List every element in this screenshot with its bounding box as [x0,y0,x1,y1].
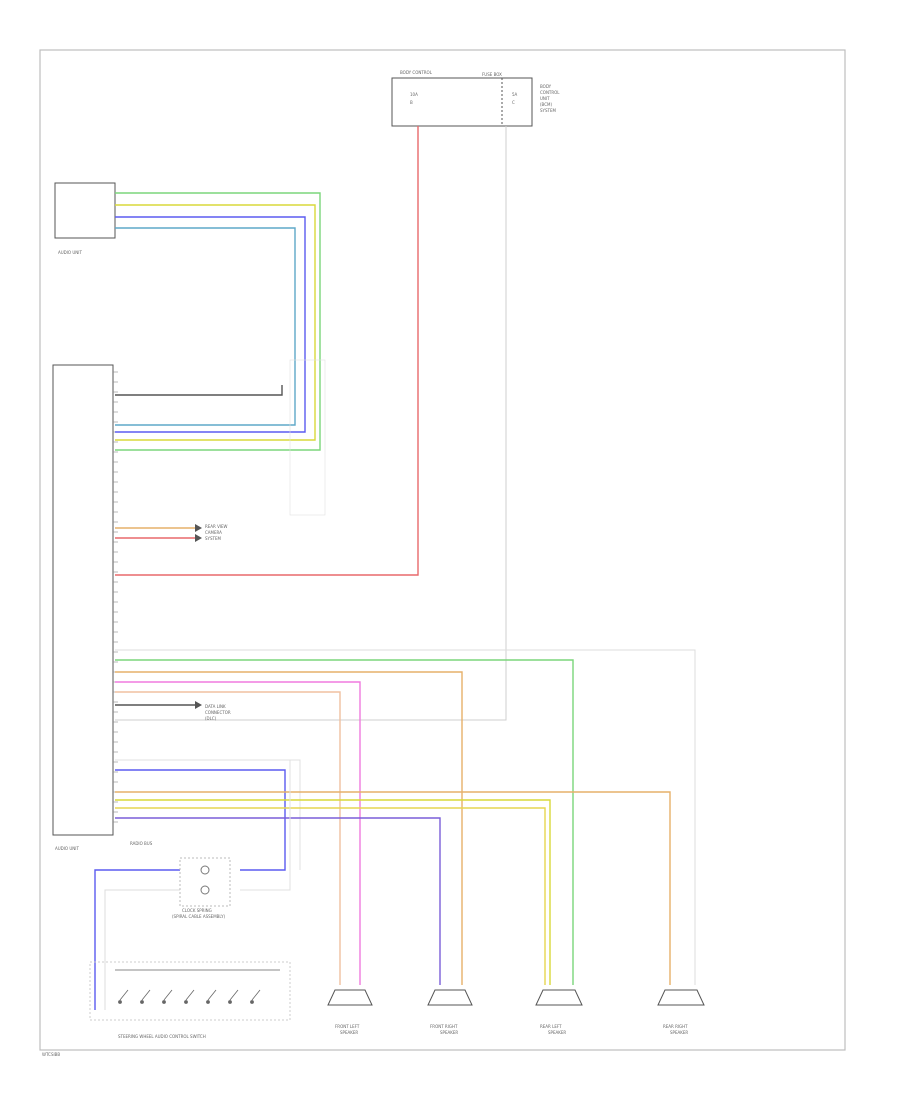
body-control-title: BODY CONTROL [400,70,433,75]
svg-text:B: B [410,100,413,105]
speaker-front-left: FRONT LEFT SPEAKER [327,989,373,1035]
svg-text:FRONT RIGHT: FRONT RIGHT [430,1024,458,1029]
wire-blue-top [115,216,306,433]
dlc-label: DATA LINK CONNECTOR (DLC) [205,704,231,721]
svg-text:REAR LEFT: REAR LEFT [540,1024,562,1029]
wire-gray-650 [115,649,696,985]
svg-text:C: C [512,100,515,105]
svg-text:CONTROL: CONTROL [540,90,560,95]
svg-text:REAR RIGHT: REAR RIGHT [663,1024,688,1029]
svg-text:SPEAKER: SPEAKER [440,1030,458,1035]
wire-blue-770 [115,769,286,871]
wire-orange-792 [115,791,671,985]
svg-text:(BCM): (BCM) [540,102,552,107]
wire-gray-760 [115,759,301,870]
svg-text:REAR VIEW: REAR VIEW [205,524,228,529]
svg-text:SPEAKER: SPEAKER [340,1030,358,1035]
wire-gray-bcm [115,126,507,721]
svg-text:SYSTEM: SYSTEM [540,108,556,113]
audio-unit-main: AUDIO UNIT RADIO BUS [52,364,153,851]
clock-spring: CLOCK SPRING (SPIRAL CABLE ASSEMBLY) [172,857,231,919]
bcm-label: BODY CONTROL UNIT (BCM) SYSTEM [540,84,560,113]
svg-text:FRONT LEFT: FRONT LEFT [335,1024,360,1029]
switch-contact-node [206,1000,210,1004]
steering-wheel-audio-switch: STEERING WHEEL AUDIO CONTROL SWITCH [89,961,291,1039]
body-control-module: BODY CONTROL FUSE BOX 10A B 5A C BODY CO… [391,70,560,127]
fuse-box-label: FUSE BOX [482,72,502,77]
diagram-frame [39,49,846,1051]
connector-arrows [195,524,202,709]
svg-text:(SPIRAL CABLE ASSEMBLY): (SPIRAL CABLE ASSEMBLY) [172,914,226,919]
switch-contact-node [162,1000,166,1004]
switch-contact-node [250,1000,254,1004]
footer-code: WTCSIBB [42,1052,60,1057]
audio-unit-main-label: AUDIO UNIT [55,846,79,851]
switch-contact-node [228,1000,232,1004]
wire-gray-steer [104,889,180,1010]
svg-text:UNIT: UNIT [540,96,550,101]
audio-unit-top: AUDIO UNIT [54,182,116,255]
switch-contact [229,989,239,1001]
svg-text:DATA LINK: DATA LINK [205,704,226,709]
audio-unit-top-label: AUDIO UNIT [58,250,82,255]
svg-text:SPEAKER: SPEAKER [670,1030,688,1035]
svg-text:(DLC): (DLC) [205,716,217,721]
wire-yellow-808 [115,807,546,985]
wire-splice-top [289,359,326,516]
wires [94,126,696,1010]
speaker-front-right: FRONT RIGHT SPEAKER [427,989,473,1035]
wire-gray-steer-r [240,760,291,891]
speaker-rear-left: REAR LEFT SPEAKER [535,989,583,1035]
wire-orange-672 [115,671,463,985]
svg-text:CAMERA: CAMERA [205,530,222,535]
svg-text:CLOCK SPRING: CLOCK SPRING [182,908,212,913]
svg-text:SYSTEM: SYSTEM [205,536,221,541]
svg-text:SPEAKER: SPEAKER [548,1030,566,1035]
switch-contact-node [118,1000,122,1004]
steering-switch-label: STEERING WHEEL AUDIO CONTROL SWITCH [118,1034,206,1039]
switch-contact [141,989,151,1001]
switch-contact [251,989,261,1001]
wire-pink-682 [115,681,361,985]
rear-view-camera-label: REAR VIEW CAMERA SYSTEM [205,524,228,541]
switch-contact [119,989,129,1001]
wire-blue-steer [94,869,180,1010]
switch-contact [185,989,195,1001]
wire-red-bcm [115,126,419,576]
svg-text:CONNECTOR: CONNECTOR [205,710,231,715]
radio-bus-label: RADIO BUS [130,841,153,846]
svg-text:10A: 10A [410,92,418,97]
switch-contact-node [184,1000,188,1004]
wire-green-660 [115,659,574,985]
wire-dark-top [115,385,283,396]
wire-cyan-top [115,227,296,426]
wire-orange-692 [115,691,341,985]
switch-contact-node [140,1000,144,1004]
speaker-rear-right: REAR RIGHT SPEAKER [657,989,705,1035]
wire-violet-818 [115,817,441,985]
svg-text:BODY: BODY [540,84,552,89]
svg-text:5A: 5A [512,92,518,97]
wire-yellow-800 [115,799,551,985]
wire-green-top [115,192,321,451]
switch-contact [163,989,173,1001]
wire-yellow-top [115,204,316,441]
switch-contact [207,989,217,1001]
